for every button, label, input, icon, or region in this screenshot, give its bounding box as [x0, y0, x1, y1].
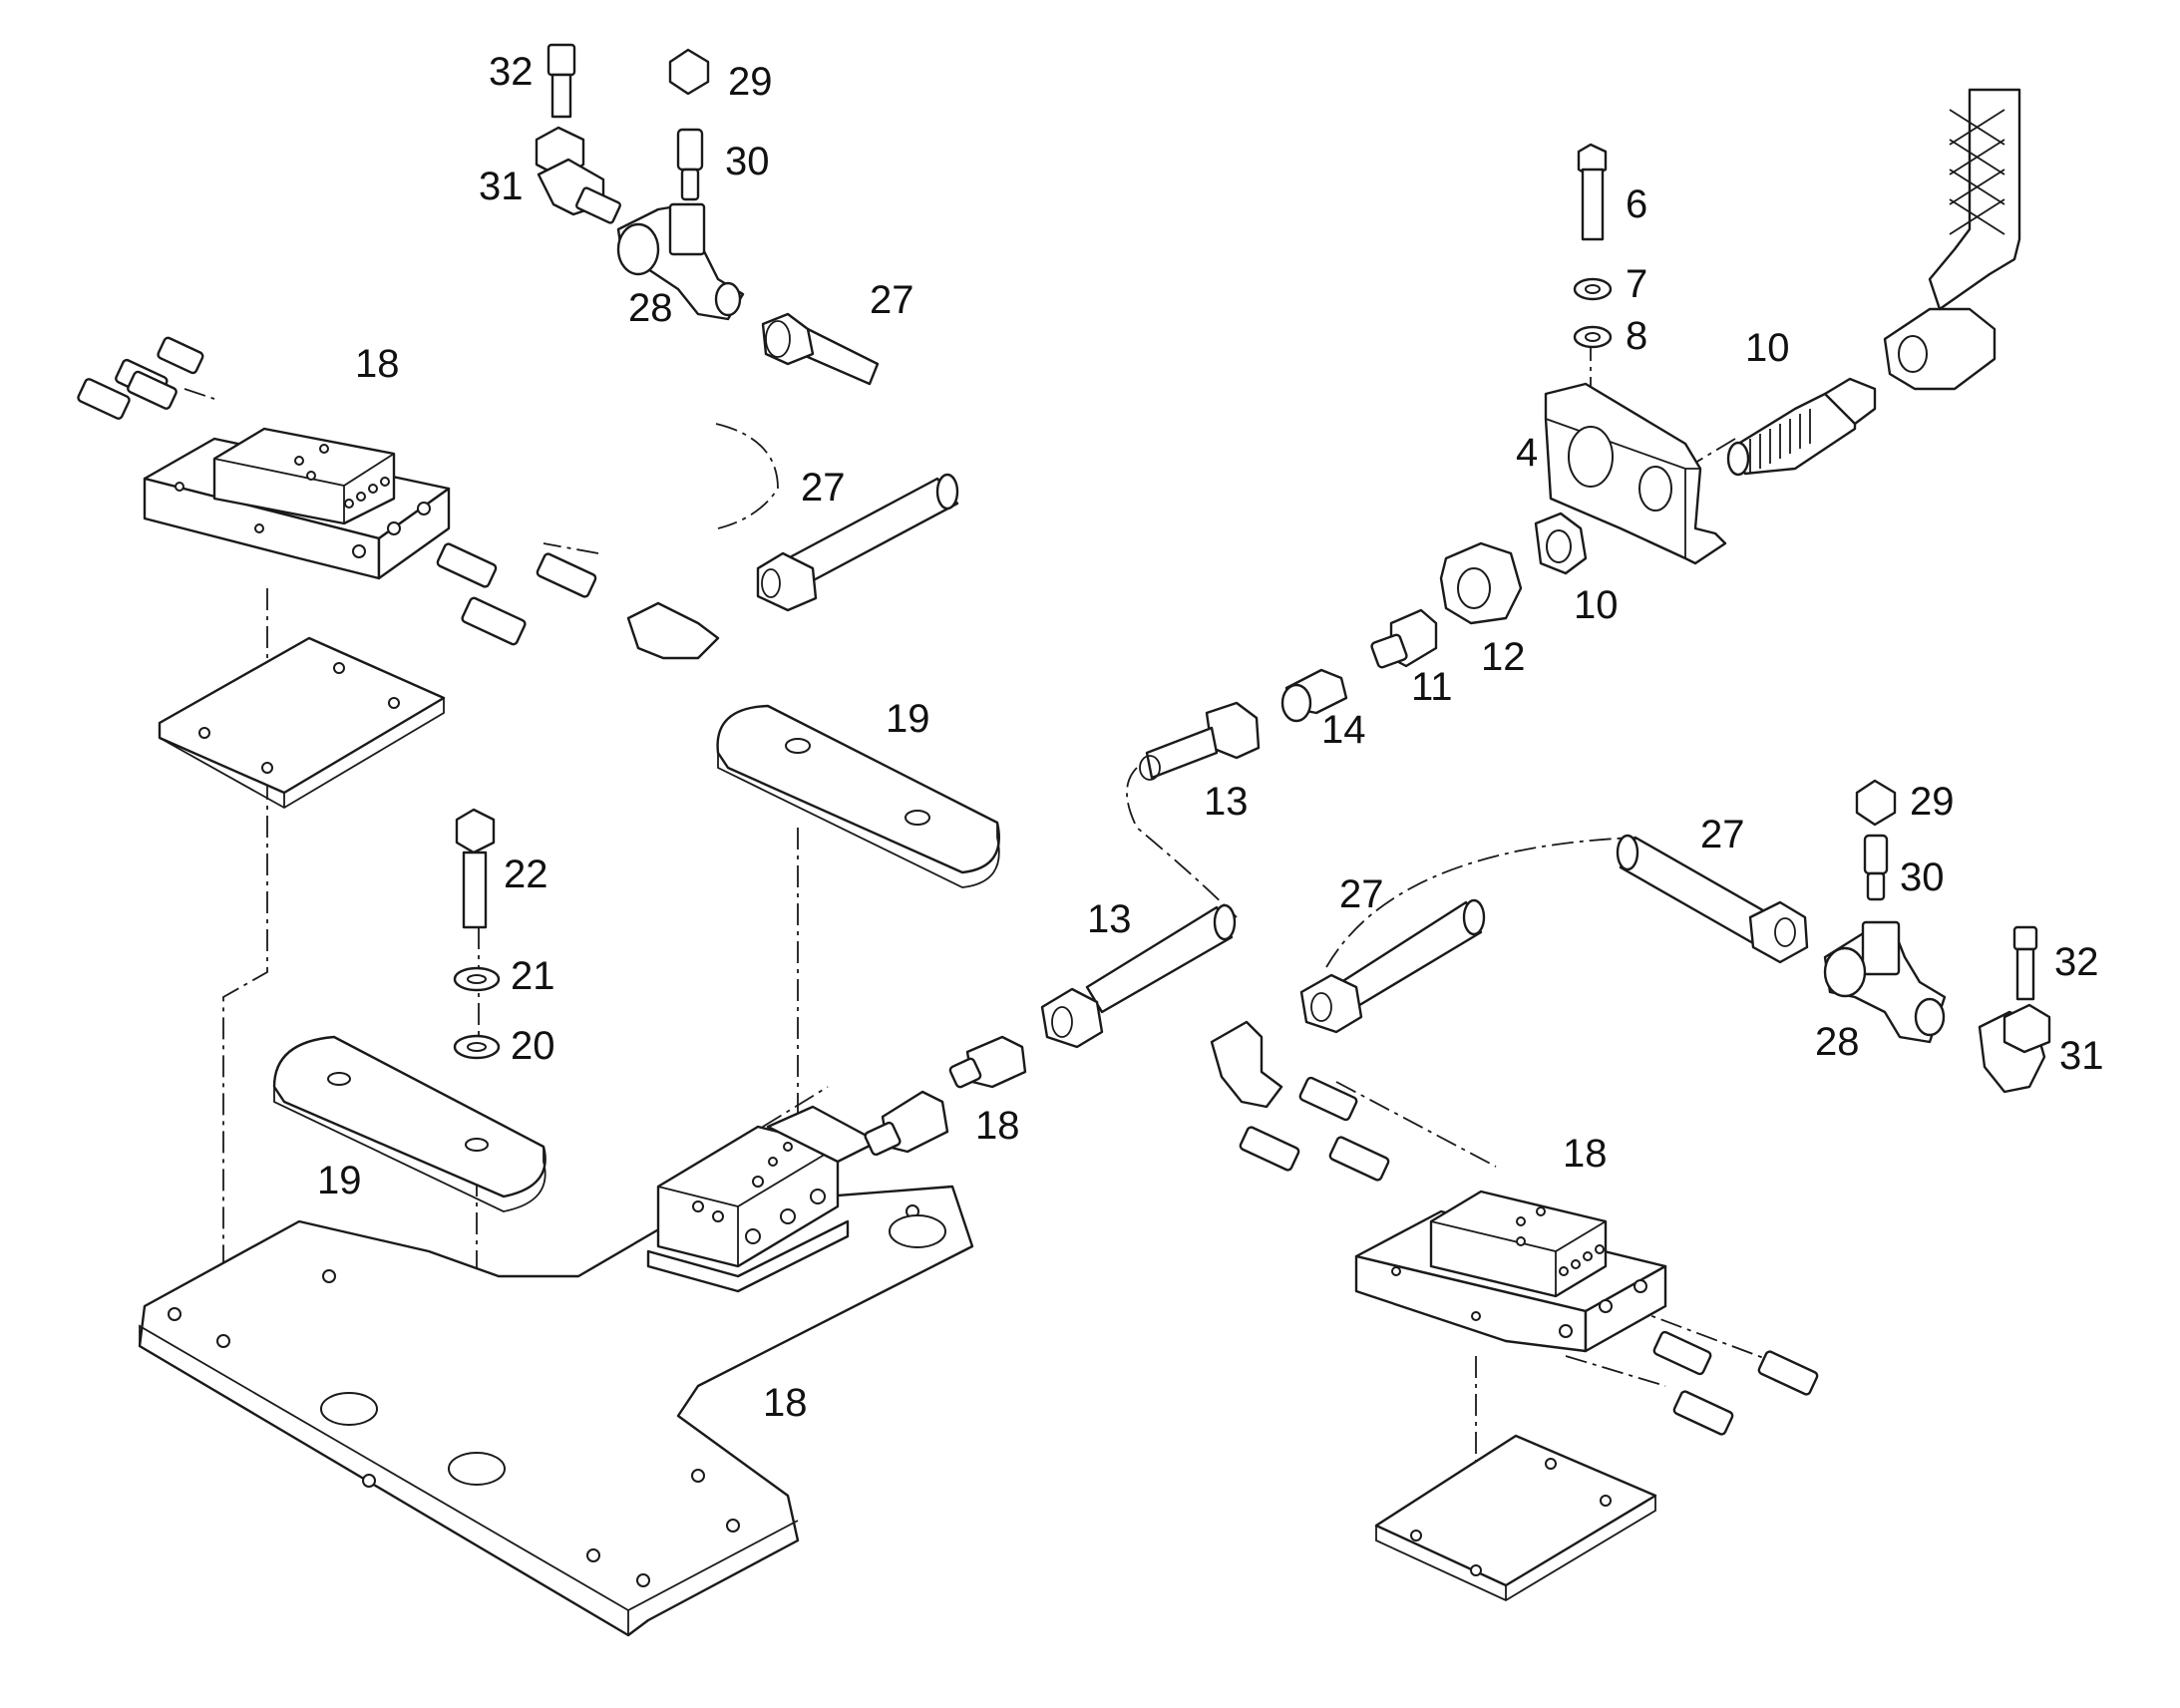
callout-14: 14 [1321, 708, 1366, 752]
top-plate-19 [716, 704, 1000, 888]
center-fittings-18 [864, 1035, 1027, 1157]
callout-13-top: 13 [1204, 780, 1249, 824]
callout-20: 20 [511, 1024, 555, 1068]
upper-tube-27 [761, 312, 880, 386]
callout-18-right: 18 [1563, 1132, 1608, 1176]
callout-28-top-left: 28 [628, 286, 673, 330]
right-distributor-block [1210, 1020, 1819, 1436]
callout-18-middle: 18 [975, 1104, 1020, 1148]
callout-29-top-left: 29 [728, 60, 773, 104]
callout-31-top-left: 31 [479, 165, 524, 208]
callout-30-top-left: 30 [725, 140, 770, 183]
fitting-10-hose [1726, 88, 2021, 477]
right-tee-assembly [1823, 779, 2051, 1094]
callout-27-top: 27 [870, 278, 914, 322]
callout-18-plate: 18 [763, 1381, 808, 1425]
top-left-tee-assembly [535, 43, 745, 321]
mounting-bracket-4 [1544, 382, 1727, 565]
callout-12: 12 [1481, 635, 1526, 679]
center-distributor-block [646, 1105, 880, 1293]
fittings-11-14 [1280, 608, 1438, 723]
callout-labels: 32 29 30 31 28 27 18 27 6 7 8 10 4 10 12… [317, 50, 2104, 1425]
right-spacer-pad [1374, 1434, 1657, 1602]
callout-10-top: 10 [1745, 326, 1790, 370]
nut-washer-12-10 [1439, 512, 1588, 625]
callout-8: 8 [1626, 314, 1647, 358]
top-left-distributor-block [77, 336, 720, 660]
callout-27-right-upper: 27 [1700, 813, 1745, 856]
callout-32-right: 32 [2054, 940, 2099, 984]
callout-30-right: 30 [1900, 855, 1945, 899]
callout-11: 11 [1411, 665, 1453, 709]
callout-21: 21 [511, 954, 555, 998]
callout-32-top-left: 32 [489, 50, 534, 94]
callout-31-right: 31 [2059, 1034, 2104, 1078]
top-left-spacer-pad [158, 636, 446, 810]
left-plate-19 [272, 1035, 546, 1212]
callout-4: 4 [1516, 431, 1538, 475]
right-tube-27-b [1616, 834, 1809, 964]
callout-22: 22 [504, 853, 548, 896]
callout-7: 7 [1626, 262, 1647, 306]
callout-19-left: 19 [317, 1159, 362, 1202]
main-mounting-plate [138, 1185, 974, 1637]
bolt-6-washers [1573, 143, 1613, 349]
bolt-22-washers [453, 808, 501, 1060]
callout-13-middle: 13 [1087, 897, 1132, 941]
lower-tube-27-left [756, 473, 959, 612]
callout-27-middle: 27 [801, 466, 846, 510]
tube-13-lower [1040, 903, 1237, 1049]
tube-13-upper [1139, 701, 1261, 781]
callout-10-lower: 10 [1574, 583, 1619, 627]
callout-6: 6 [1626, 182, 1647, 226]
right-tube-27-a [1299, 898, 1486, 1034]
callout-19-top: 19 [886, 697, 930, 741]
callout-29-right: 29 [1910, 780, 1955, 824]
callout-18-top-left: 18 [355, 342, 400, 386]
callout-28-right: 28 [1815, 1020, 1860, 1064]
callout-27-right-lower: 27 [1339, 872, 1384, 916]
